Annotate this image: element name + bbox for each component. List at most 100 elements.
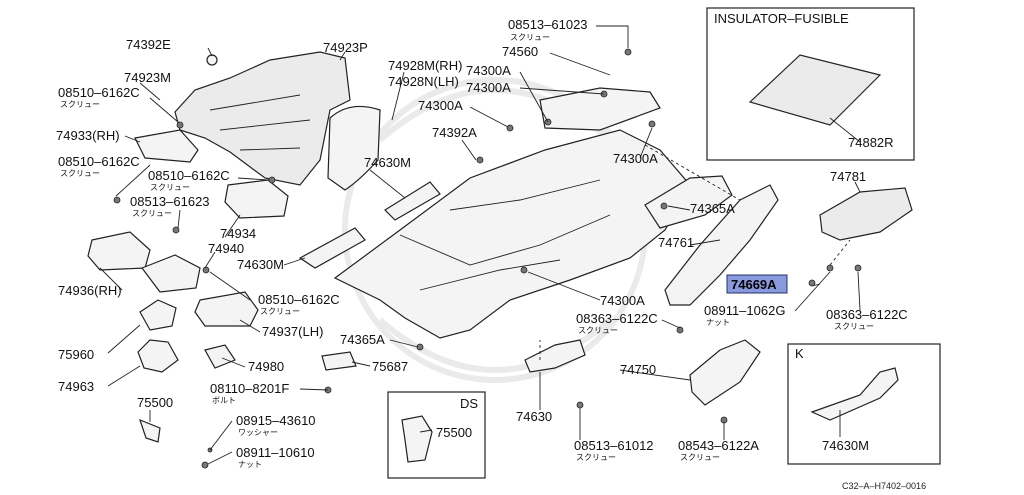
label-screw-b: スクリュー bbox=[60, 169, 100, 178]
label-washer: ワッシャー bbox=[238, 428, 278, 437]
label-nut-b: ナット bbox=[706, 318, 730, 327]
ds-box bbox=[387, 391, 486, 479]
label-74882R[interactable]: 74882R bbox=[848, 135, 894, 150]
label-08911-10610[interactable]: 08911–10610 bbox=[236, 445, 315, 460]
k-box bbox=[787, 343, 941, 465]
label-screw-h: スクリュー bbox=[576, 453, 616, 462]
label-screw-c: スクリュー bbox=[150, 183, 190, 192]
label-74300A-d[interactable]: 74300A bbox=[613, 151, 658, 166]
upper-crossmember[interactable] bbox=[539, 87, 661, 131]
rear-heat-panel[interactable] bbox=[174, 51, 351, 186]
label-75500-b[interactable]: 75500 bbox=[436, 425, 472, 440]
label-screw-i: スクリュー bbox=[680, 453, 720, 462]
label-75960[interactable]: 75960 bbox=[58, 347, 94, 362]
label-74934[interactable]: 74934 bbox=[220, 226, 256, 241]
label-74963[interactable]: 74963 bbox=[58, 379, 94, 394]
heat-shield-74781[interactable] bbox=[819, 187, 913, 241]
insulator-74882R[interactable] bbox=[748, 54, 882, 126]
heat-shield-74750[interactable] bbox=[689, 339, 761, 406]
label-08510-6162C-c[interactable]: 08510–6162C bbox=[148, 168, 230, 183]
clip-75687[interactable] bbox=[321, 351, 357, 371]
label-74928M[interactable]: 74928M(RH) bbox=[388, 58, 462, 73]
mount-75960[interactable] bbox=[139, 299, 177, 331]
label-74300A-c[interactable]: 74300A bbox=[466, 80, 511, 95]
label-74940[interactable]: 74940 bbox=[208, 241, 244, 256]
label-08915-43610[interactable]: 08915–43610 bbox=[236, 413, 316, 428]
label-screw-g: スクリュー bbox=[578, 326, 618, 335]
label-74630M-a[interactable]: 74630M bbox=[237, 257, 284, 272]
mount-74940[interactable] bbox=[141, 254, 201, 293]
label-74392A[interactable]: 74392A bbox=[432, 125, 477, 140]
label-08510-6162C-b[interactable]: 08510–6162C bbox=[58, 154, 140, 169]
label-08510-6162C-d[interactable]: 08510–6162C bbox=[258, 292, 340, 307]
label-screw-e: スクリュー bbox=[260, 307, 300, 316]
label-74392E[interactable]: 74392E bbox=[126, 37, 171, 52]
label-k: K bbox=[795, 346, 804, 361]
bracket-74933[interactable] bbox=[134, 129, 199, 163]
label-74300A-e[interactable]: 74300A bbox=[600, 293, 645, 308]
mount-74963[interactable] bbox=[137, 339, 179, 373]
insulator-box bbox=[706, 7, 915, 161]
drawing-code: C32–A–H7402–0016 bbox=[842, 481, 926, 491]
plate-74937[interactable] bbox=[194, 291, 259, 327]
label-bolt-a: ボルト bbox=[212, 396, 236, 405]
label-74933RH[interactable]: 74933(RH) bbox=[56, 128, 120, 143]
floor-pan-tunnel bbox=[399, 179, 611, 291]
bracket-75500-ds[interactable] bbox=[401, 415, 433, 463]
label-insulator-fusible: INSULATOR–FUSIBLE bbox=[714, 11, 849, 26]
label-74365A-b[interactable]: 74365A bbox=[690, 201, 735, 216]
label-74300A-b[interactable]: 74300A bbox=[466, 63, 511, 78]
label-08110-8201F[interactable]: 08110–8201F bbox=[210, 381, 289, 396]
rear-panel-rib bbox=[209, 94, 311, 151]
bracket-75500[interactable] bbox=[139, 418, 161, 443]
leader-lines bbox=[99, 25, 861, 465]
label-74750[interactable]: 74750 bbox=[620, 362, 656, 377]
bracket-74630M-k[interactable] bbox=[810, 367, 899, 421]
label-08513-61023[interactable]: 08513–61023 bbox=[508, 17, 588, 32]
label-74761[interactable]: 74761 bbox=[658, 235, 694, 250]
label-08513-61012[interactable]: 08513–61012 bbox=[574, 438, 654, 453]
bracket-74630M-center[interactable] bbox=[384, 181, 441, 221]
grommet-74392E[interactable] bbox=[206, 54, 218, 66]
bracket-74934[interactable] bbox=[224, 179, 289, 219]
label-74630M-c[interactable]: 74630M bbox=[822, 438, 869, 453]
highlight-74669A bbox=[726, 274, 788, 294]
label-08911-1062G[interactable]: 08911–1062G bbox=[704, 303, 785, 318]
bracket-74630[interactable] bbox=[524, 339, 586, 373]
wheel-arch-insulator[interactable] bbox=[327, 105, 381, 191]
label-08543-6122A[interactable]: 08543–6122A bbox=[678, 438, 759, 453]
fasteners bbox=[113, 48, 862, 469]
label-screw-f: スクリュー bbox=[510, 33, 550, 42]
heat-shield-upper[interactable] bbox=[644, 175, 733, 229]
bracket-74630M-left[interactable] bbox=[298, 227, 366, 269]
label-08513-61623[interactable]: 08513–61623 bbox=[130, 194, 210, 209]
plate-74936[interactable] bbox=[87, 231, 151, 271]
label-74936RH[interactable]: 74936(RH) bbox=[58, 283, 122, 298]
callout-labels: 74392E 74923P 74923M 08510–6162C スクリュー 7… bbox=[56, 11, 926, 491]
label-74781[interactable]: 74781 bbox=[830, 169, 866, 184]
label-08363-6122C-a[interactable]: 08363–6122C bbox=[576, 311, 658, 326]
bracket-74980[interactable] bbox=[204, 344, 236, 369]
label-ds: DS bbox=[460, 396, 478, 411]
label-screw-j: スクリュー bbox=[834, 322, 874, 331]
label-74980[interactable]: 74980 bbox=[248, 359, 284, 374]
floor-pan[interactable] bbox=[333, 129, 691, 339]
label-74365A-a[interactable]: 74365A bbox=[340, 332, 385, 347]
label-screw-d: スクリュー bbox=[132, 209, 172, 218]
label-74560[interactable]: 74560 bbox=[502, 44, 538, 59]
label-74630M-b[interactable]: 74630M bbox=[364, 155, 411, 170]
label-75500-a[interactable]: 75500 bbox=[137, 395, 173, 410]
label-screw-a: スクリュー bbox=[60, 100, 100, 109]
label-74923M[interactable]: 74923M bbox=[124, 70, 171, 85]
label-74669A[interactable]: 74669A bbox=[731, 277, 777, 292]
label-74300A-a[interactable]: 74300A bbox=[418, 98, 463, 113]
label-75687[interactable]: 75687 bbox=[372, 359, 408, 374]
label-74937LH[interactable]: 74937(LH) bbox=[262, 324, 323, 339]
label-74630[interactable]: 74630 bbox=[516, 409, 552, 424]
label-08510-6162C-a[interactable]: 08510–6162C bbox=[58, 85, 140, 100]
heat-shield-74761[interactable] bbox=[664, 184, 779, 306]
label-74928N[interactable]: 74928N(LH) bbox=[388, 74, 459, 89]
label-74923P[interactable]: 74923P bbox=[323, 40, 368, 55]
label-08363-6122C-b[interactable]: 08363–6122C bbox=[826, 307, 908, 322]
